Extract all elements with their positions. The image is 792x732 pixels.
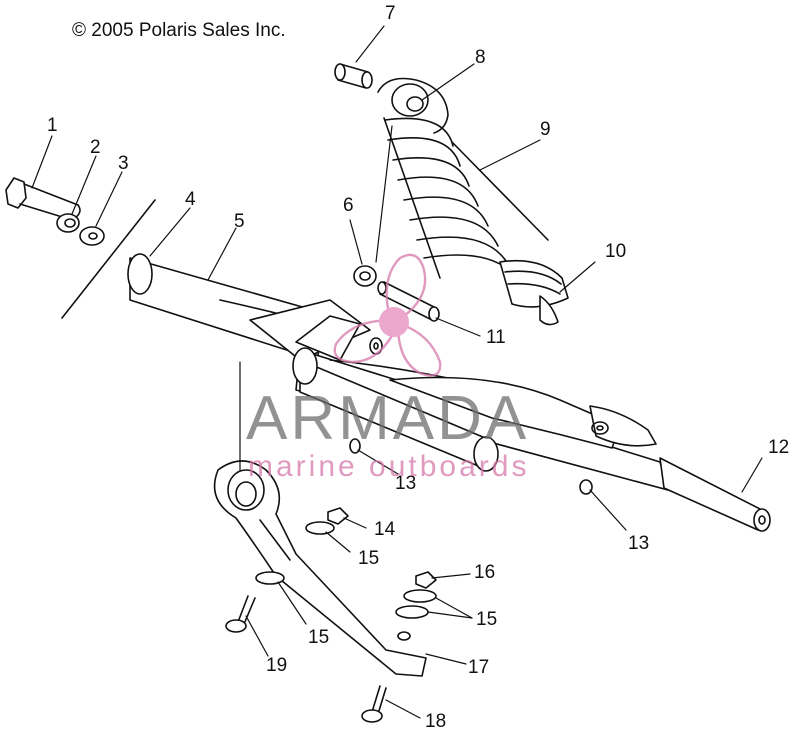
callout-7: 7: [385, 3, 396, 24]
callout-13-left: 13: [395, 473, 417, 494]
part-nut-16: [415, 571, 437, 589]
part-shock-absorber-9: [377, 77, 569, 326]
callout-9: 9: [540, 119, 551, 140]
callout-16: 16: [474, 562, 496, 583]
callout-6: 6: [343, 195, 354, 216]
part-bracket-17: [213, 460, 427, 677]
callout-14: 14: [374, 519, 396, 540]
part-nut-13: [349, 438, 593, 495]
callout-2: 2: [90, 137, 101, 158]
part-nut-6: [353, 265, 377, 287]
callout-19: 19: [266, 655, 288, 676]
callout-5: 5: [234, 211, 245, 232]
part-bolt-19: [225, 595, 256, 633]
copyright-notice: © 2005 Polaris Sales Inc.: [72, 20, 286, 41]
part-washer-3: [79, 226, 105, 246]
divider-line: [61, 199, 156, 319]
part-washer-15: [255, 521, 437, 619]
callout-15-a: 15: [358, 548, 380, 569]
watermark-subtitle: marine outboards: [248, 450, 530, 483]
callout-15-b: 15: [476, 609, 498, 630]
callout-18: 18: [425, 711, 447, 732]
callout-10: 10: [605, 241, 627, 262]
callout-17: 17: [468, 657, 490, 678]
callout-8: 8: [475, 47, 486, 68]
callout-13-right: 13: [628, 533, 650, 554]
watermark-logo-icon: [333, 253, 442, 377]
callout-4: 4: [185, 189, 196, 210]
part-bolt-18: [361, 685, 387, 723]
part-nut-14: [327, 507, 349, 525]
callout-11: 11: [486, 327, 506, 348]
callout-15-c: 15: [308, 627, 330, 648]
callout-3: 3: [118, 153, 129, 174]
leader-lines: [31, 25, 763, 719]
part-crossbar-12: [292, 315, 771, 532]
part-nut-2: [56, 213, 80, 233]
part-bushing-7: [334, 63, 373, 89]
callout-1: 1: [47, 115, 58, 136]
callout-12: 12: [768, 437, 790, 458]
watermark-title: ARMADA: [246, 384, 530, 453]
